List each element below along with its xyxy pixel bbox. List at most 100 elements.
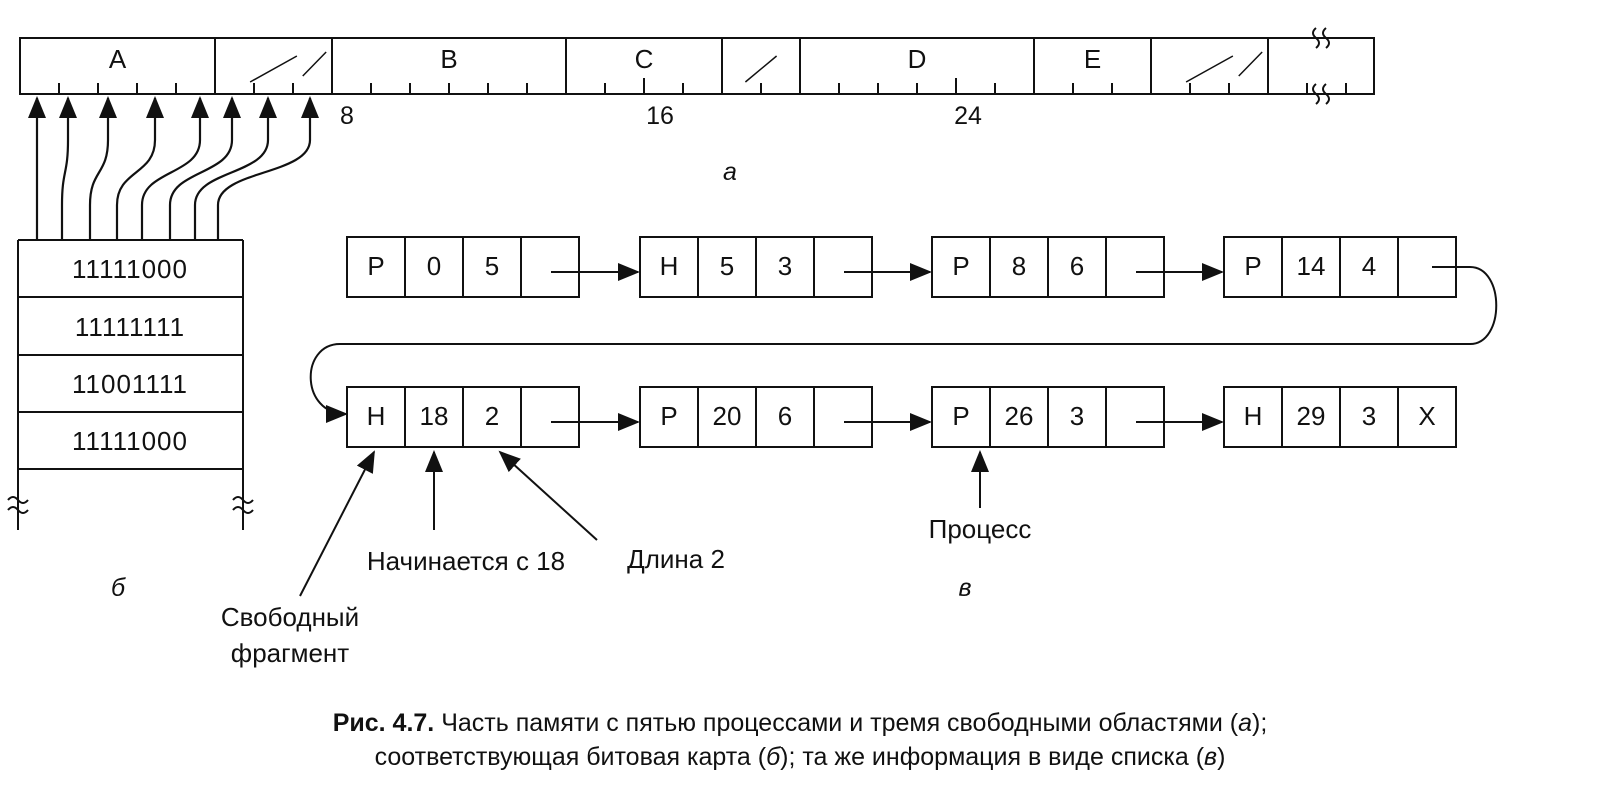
node-length: 6 [778, 401, 792, 431]
bitmap-row: 11111000 [72, 426, 188, 456]
bitmap-row: 11001111 [72, 369, 188, 399]
bit-arrow [115, 96, 164, 240]
node-start: 29 [1297, 401, 1326, 431]
node-cell [1105, 386, 1165, 448]
bitmap-row: 11111000 [72, 254, 188, 284]
list-node: P 14 4 [1223, 236, 1457, 298]
caption-italic: б [766, 743, 781, 771]
bitmap-row: 11111111 [75, 312, 185, 342]
segment-label: E [1084, 44, 1101, 74]
tick-label-24: 24 [954, 102, 982, 130]
node-type: P [952, 251, 969, 281]
starts-annotation: Начинается с 18 [367, 546, 565, 576]
break-mark-top [1312, 27, 1320, 49]
node-start: 18 [420, 401, 449, 431]
break-mark-bottom [1312, 83, 1320, 105]
node-length: 6 [1070, 251, 1084, 281]
caption-italic: а [1238, 709, 1252, 737]
bitmap-break-right [232, 496, 254, 504]
node-type: P [952, 401, 969, 431]
node-start: 8 [1012, 251, 1026, 281]
caption-text: Часть памяти с пятью процессами и тремя … [434, 709, 1239, 737]
bitmap-break-left [7, 506, 29, 514]
node-cell [520, 236, 580, 298]
free-hatch [1185, 55, 1234, 83]
tick-label-16: 16 [646, 102, 674, 130]
sublabel-a: а [723, 158, 737, 186]
node-length: 4 [1362, 251, 1376, 281]
free-hatch [302, 51, 327, 77]
list-node: P 20 6 [639, 386, 873, 448]
length-annotation: Длина 2 [627, 544, 725, 574]
node-type: P [367, 251, 384, 281]
list-node: P 8 6 [931, 236, 1165, 298]
wrap-link-arrow [309, 266, 1498, 423]
caption-line-1: Рис. 4.7. Часть памяти с пятью процессам… [0, 706, 1600, 740]
caption-text: ); [1252, 709, 1268, 737]
break-mark-top [1322, 27, 1330, 49]
bit-arrow [168, 96, 241, 240]
node-cell [813, 236, 873, 298]
node-type: H [1244, 401, 1263, 431]
node-length: 3 [1070, 401, 1084, 431]
node-cell [520, 386, 580, 448]
memory-strip-border [19, 37, 1375, 95]
free-hatch [249, 55, 298, 83]
hole-annotation-line1: Свободный [221, 602, 359, 632]
node-start: 0 [427, 251, 441, 281]
bitmap-break-right [232, 506, 254, 514]
bit-arrow [140, 96, 209, 240]
caption-text: ); та же информация в виде списка ( [780, 743, 1205, 771]
tick-label-8: 8 [340, 102, 354, 130]
caption-text: ) [1217, 743, 1226, 771]
node-type: P [660, 401, 677, 431]
segment-label: A [109, 44, 127, 74]
node-cell [813, 386, 873, 448]
hole-annotation-line2: фрагмент [231, 638, 349, 668]
segment-label: C [635, 44, 654, 74]
node-length: 2 [485, 401, 499, 431]
bit-arrow [193, 96, 277, 240]
node-type: H [367, 401, 386, 431]
bitmap-table: 11111000 11111111 11001111 11111000 б [7, 239, 254, 602]
list-links [551, 263, 1224, 431]
segment-label: D [908, 44, 927, 74]
free-hatch [1238, 51, 1263, 77]
bitmap-break-left [7, 496, 29, 504]
bit-arrow [216, 96, 319, 240]
bitmap-to-memory-arrows [28, 96, 319, 240]
list-node: H 18 2 [346, 386, 580, 448]
node-type: H [660, 251, 679, 281]
node-cell [1105, 236, 1165, 298]
caption-line-2: соответствующая битовая карта (б); та же… [0, 740, 1600, 774]
list-node: P 0 5 [346, 236, 580, 298]
node-start: 20 [713, 401, 742, 431]
node-start: 5 [720, 251, 734, 281]
figure-caption: Рис. 4.7. Часть памяти с пятью процессам… [0, 706, 1600, 774]
node-length: 3 [778, 251, 792, 281]
memory-unit-ticks [58, 78, 1347, 94]
node-start: 14 [1297, 251, 1326, 281]
bit-arrow [88, 96, 117, 240]
node-type: P [1244, 251, 1261, 281]
node-length: 5 [485, 251, 499, 281]
break-mark-bottom [1322, 83, 1330, 105]
caption-figure-number: Рис. 4.7. [332, 709, 435, 737]
length-annotation-arrow [498, 450, 598, 541]
node-cell [1397, 386, 1457, 448]
list-node: H 5 3 [639, 236, 873, 298]
caption-italic: в [1204, 743, 1218, 771]
node-length: 3 [1362, 401, 1376, 431]
process-annotation: Процесс [929, 514, 1032, 544]
hole-annotation-arrow [299, 450, 375, 597]
bit-arrow [59, 96, 77, 240]
sublabel-c: в [958, 574, 971, 602]
node-start: 26 [1005, 401, 1034, 431]
list-node: P 26 3 [931, 386, 1165, 448]
